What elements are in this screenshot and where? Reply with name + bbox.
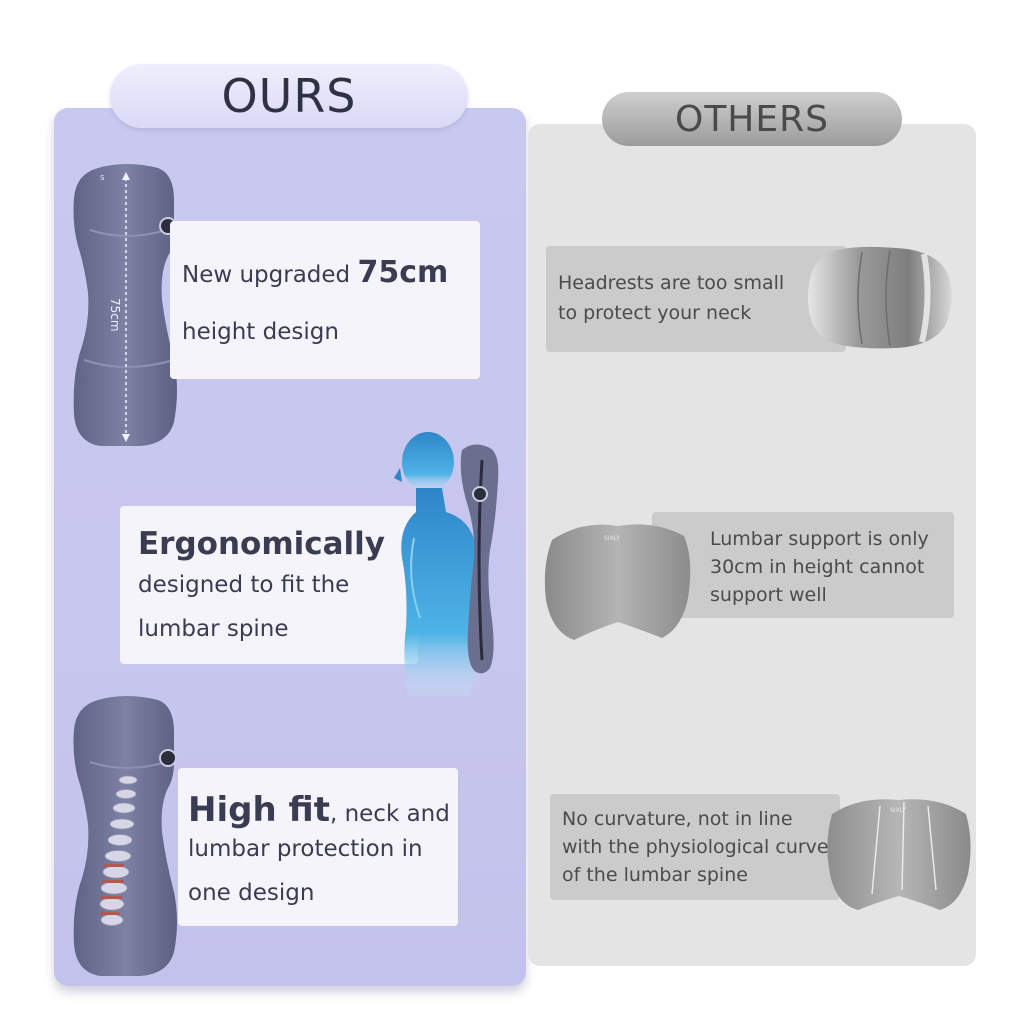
ocard1-line1: Headrests are too small [558,272,785,294]
others-card-headrest: Headrests are too small to protect your … [546,246,846,352]
card1-line2: height design [182,319,339,345]
ocard2-line1: Lumbar support is only [710,528,929,550]
lumbar-pillow-icon: SIXLY [542,510,694,642]
card3-line2: lumbar protection in [188,836,423,862]
card3-rest-text: , neck and [329,801,450,827]
svg-text:S: S [100,174,105,182]
pillow-height-label: 75cm [108,298,122,332]
ocard1-line2: to protect your neck [558,302,752,324]
card3-bold-text: High fit [188,790,330,830]
human-body-icon [380,428,510,696]
ocard2-line2: 30cm in height cannot [710,556,925,578]
headrest-icon [806,244,954,350]
ocard3-line2: with the physiological curve [562,836,829,858]
card1-bold-text: 75cm [357,255,449,290]
ours-card-fit: High fit, neck and lumbar protection in … [178,768,458,926]
tall-pillow-icon: S 75cm [70,160,182,450]
card2-line3: lumbar spine [138,616,289,642]
ours-card-height: New upgraded 75cm height design [170,221,480,379]
side-pillow-icon [456,440,504,676]
spine-pillow-icon [70,694,182,980]
ocard3-line3: of the lumbar spine [562,864,748,886]
svg-text:SIXLY: SIXLY [604,535,620,542]
ocard2-line3: support well [710,584,827,606]
card3-line3: one design [188,880,315,906]
ours-card-ergonomic: Ergonomically designed to fit the lumbar… [120,506,418,664]
card2-bold-text: Ergonomically [138,526,386,562]
ours-title-pill: OURS [110,64,468,128]
others-title-pill: OTHERS [602,92,902,146]
flat-lumbar-icon: SIXLY [824,790,974,914]
others-card-lumbar: Lumbar support is only 30cm in height ca… [652,512,954,618]
ours-title: OURS [221,69,357,123]
svg-text:SIXLY: SIXLY [890,807,906,814]
others-title: OTHERS [674,98,829,140]
card2-line2: designed to fit the [138,572,350,598]
card1-pre-text: New upgraded [182,262,358,288]
others-card-curvature: No curvature, not in line with the physi… [550,794,840,900]
ocard3-line1: No curvature, not in line [562,808,793,830]
